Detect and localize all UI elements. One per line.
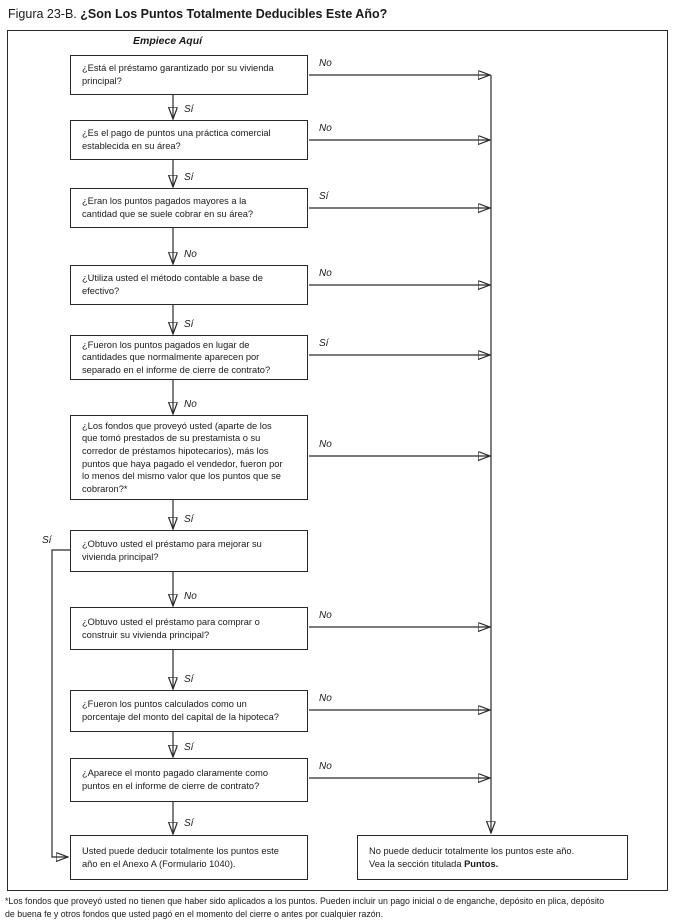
question-text: ¿Eran los puntos pagados mayores a la ca… <box>82 196 254 219</box>
edge-label-q6-down: Sí <box>184 514 194 525</box>
edge-label-q5-side: Sí <box>319 338 329 349</box>
figure-title: Figura 23-B. ¿Son Los Puntos Totalmente … <box>8 7 387 21</box>
edge-label-q7-down: No <box>184 591 197 602</box>
result-box-not-deductible: No puede deducir totalmente los puntos e… <box>357 835 628 880</box>
edge-label-q10-down: Sí <box>184 818 194 829</box>
result-text: Usted puede deducir totalmente los punto… <box>82 845 279 869</box>
edge-label-q4-down: Sí <box>184 319 194 330</box>
edge-label-q9-side: No <box>319 693 332 704</box>
edge-label-q4-side: No <box>319 268 332 279</box>
result-no-puntos-ref: Puntos. <box>464 858 499 869</box>
edge-label-q7-side: Sí <box>42 535 52 546</box>
start-here-label: Empiece Aquí <box>133 35 203 47</box>
question-text: ¿Está el préstamo garantizado por su viv… <box>82 63 274 86</box>
question-box-funds-provided: ¿Los fondos que proveyó usted (aparte de… <box>70 415 308 500</box>
edge-label-q2-side: No <box>319 123 332 134</box>
question-text: ¿Fueron los puntos calculados como un po… <box>82 699 279 722</box>
question-box-shown-on-statement: ¿Aparece el monto pagado claramente como… <box>70 758 308 802</box>
edge-label-q3-down: No <box>184 249 197 260</box>
edge-label-q8-down: Sí <box>184 674 194 685</box>
edge-label-q2-down: Sí <box>184 172 194 183</box>
question-text: ¿Fueron los puntos pagados en lugar de c… <box>82 339 271 375</box>
question-box-loan-secured: ¿Está el préstamo garantizado por su viv… <box>70 55 308 95</box>
result-no-line1: No puede deducir totalmente los puntos e… <box>369 845 575 856</box>
footnote: *Los fondos que proveyó usted no tienen … <box>5 896 605 919</box>
question-text: ¿Obtuvo usted el préstamo para mejorar s… <box>82 539 262 562</box>
question-box-points-in-lieu: ¿Fueron los puntos pagados en lugar de c… <box>70 335 308 380</box>
question-text: ¿Utiliza usted el método contable a base… <box>82 273 263 296</box>
question-box-cash-method: ¿Utiliza usted el método contable a base… <box>70 265 308 305</box>
result-no-line2: Vea la sección titulada <box>369 858 462 869</box>
question-box-percentage-of-principal: ¿Fueron los puntos calculados como un po… <box>70 690 308 732</box>
edge-label-q3-side: Sí <box>319 191 329 202</box>
edge-label-q5-down: No <box>184 399 197 410</box>
question-text: ¿Aparece el monto pagado claramente como… <box>82 768 269 791</box>
question-text: ¿Obtuvo usted el préstamo para comprar o… <box>82 616 260 640</box>
edge-label-q6-side: No <box>319 439 332 450</box>
edge-label-q8-side: No <box>319 610 332 621</box>
edge-label-q9-down: Sí <box>184 742 194 753</box>
result-text: No puede deducir totalmente los puntos e… <box>369 845 574 870</box>
figure-title-main: ¿Son Los Puntos Totalmente Deducibles Es… <box>80 7 388 21</box>
edge-label-q1-down: Sí <box>184 104 194 115</box>
question-box-points-exceed-usual: ¿Eran los puntos pagados mayores a la ca… <box>70 188 308 228</box>
question-box-improve-home: ¿Obtuvo usted el préstamo para mejorar s… <box>70 530 308 572</box>
question-text: ¿Los fondos que proveyó usted (aparte de… <box>82 420 283 494</box>
question-text: ¿Es el pago de puntos una práctica comer… <box>82 128 271 151</box>
question-box-established-practice: ¿Es el pago de puntos una práctica comer… <box>70 120 308 160</box>
question-box-buy-build-home: ¿Obtuvo usted el préstamo para comprar o… <box>70 607 308 650</box>
edge-label-q1-side: No <box>319 58 332 69</box>
result-box-deductible: Usted puede deducir totalmente los punto… <box>70 835 308 880</box>
figure-title-prefix: Figura 23-B. <box>8 7 77 21</box>
edge-label-q10-side: No <box>319 761 332 772</box>
